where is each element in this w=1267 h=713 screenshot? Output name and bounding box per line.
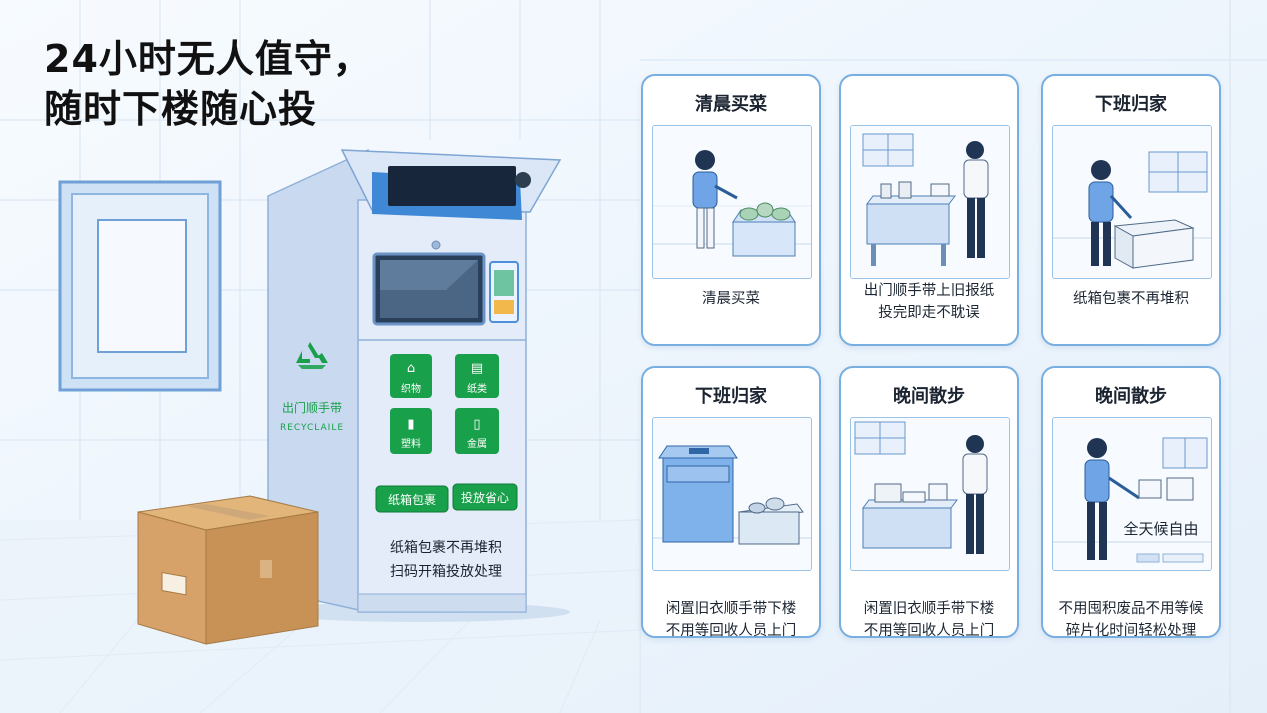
- svg-text:▮: ▮: [407, 417, 414, 432]
- card-illustration: 全天候自由: [1052, 417, 1212, 571]
- card-title: 晚间散步: [893, 386, 965, 407]
- category-button-plastic[interactable]: ▮ 塑料: [390, 408, 432, 454]
- category-label: 纸类: [467, 382, 487, 395]
- card-caption: 清晨买菜: [643, 288, 819, 310]
- scene-card-morning-newspaper: 出门顺手带上旧报纸 投完即走不耽误: [839, 74, 1019, 346]
- card-title: 下班归家: [1095, 94, 1167, 115]
- category-label: 织物: [401, 382, 421, 395]
- svg-text:▯: ▯: [473, 417, 480, 432]
- card-illustration: [652, 417, 812, 571]
- card-caption-line: 闲置旧衣顺手带下楼: [863, 601, 995, 617]
- svg-text:▤: ▤: [471, 361, 483, 376]
- recycling-scene: 出门顺手带 RECYCLAILE ⌂ 织物 ▤ 纸类 ▮ 塑料 ▯ 金属 纸箱包…: [58, 148, 570, 645]
- wall-frame: [58, 180, 222, 392]
- tag-label: 投放省心: [461, 490, 509, 505]
- headline-line-1: 24小时无人值守，: [44, 37, 372, 81]
- card-caption: 闲置旧衣顺手带下楼 不用等回收人员上门: [643, 598, 819, 642]
- scene-card-anytime: 晚间散步 全天候自由 不用囤积废品不用等候 碎片化时间轻松处理: [1041, 366, 1221, 639]
- category-label: 金属: [467, 437, 487, 450]
- headline-line-2: 随时下楼随心投: [44, 87, 318, 131]
- machine-side-text: 出门顺手带: [282, 400, 342, 415]
- card-title: 晚间散步: [1095, 386, 1167, 407]
- card-illustration: [850, 125, 1010, 279]
- card-caption-line: 不用等回收人员上门: [863, 623, 995, 639]
- category-button-metal[interactable]: ▯ 金属: [455, 408, 499, 454]
- recycle-icon: [296, 342, 328, 369]
- scene-card-evening-walk: 晚间散步 闲置旧衣顺手带下楼 不用等回收人员上门: [839, 366, 1019, 639]
- scene-card-after-work: 下班归家 纸箱包裹不再堆积: [1041, 74, 1221, 346]
- card-caption-line: 碎片化时间轻松处理: [1065, 623, 1197, 639]
- category-button-textile[interactable]: ⌂ 织物: [390, 354, 432, 398]
- scene-card-morning-shopping: 清晨买菜 清晨买菜: [641, 74, 821, 346]
- card-caption-line: 清晨买菜: [702, 291, 760, 307]
- scene-card-old-clothes: 下班归家 闲置旧衣顺手带下楼 不用等回收人员上门: [641, 366, 821, 639]
- tag-easy-drop: 投放省心: [452, 483, 518, 511]
- headline: 24小时无人值守， 随时下楼随心投: [44, 34, 372, 134]
- card-title: 下班归家: [695, 386, 767, 407]
- tag-cardboard: 纸箱包裹: [375, 485, 449, 513]
- card-illustration: [850, 417, 1010, 571]
- svg-text:⌂: ⌂: [407, 361, 415, 376]
- card-caption-line: 不用囤积废品不用等候: [1058, 601, 1204, 617]
- card-caption-line: 投完即走不耽误: [878, 305, 980, 321]
- card-illustration: [652, 125, 812, 279]
- category-label: 塑料: [401, 437, 421, 450]
- recycling-machine: [267, 148, 562, 613]
- panel-line-2: 扫码开箱投放处理: [390, 564, 502, 580]
- card-inset-text: 全天候自由: [1123, 520, 1198, 538]
- panel-line-1: 纸箱包裹不再堆积: [390, 540, 502, 556]
- card-caption: 闲置旧衣顺手带下楼 不用等回收人员上门: [841, 598, 1017, 642]
- card-caption-line: 纸箱包裹不再堆积: [1073, 291, 1189, 307]
- card-caption: 不用囤积废品不用等候 碎片化时间轻松处理: [1043, 598, 1219, 642]
- card-caption-line: 出门顺手带上旧报纸: [863, 283, 995, 299]
- card-caption: 出门顺手带上旧报纸 投完即走不耽误: [841, 280, 1017, 324]
- category-button-paper[interactable]: ▤ 纸类: [455, 354, 499, 398]
- card-caption-line: 不用等回收人员上门: [665, 623, 797, 639]
- card-title: 清晨买菜: [695, 94, 767, 115]
- cardboard-box: [137, 495, 319, 645]
- card-caption-line: 闲置旧衣顺手带下楼: [665, 601, 797, 617]
- card-caption: 纸箱包裹不再堆积: [1043, 288, 1219, 310]
- machine-side-subtext: RECYCLAILE: [280, 423, 344, 433]
- tag-label: 纸箱包裹: [388, 492, 436, 507]
- card-illustration: [1052, 125, 1212, 279]
